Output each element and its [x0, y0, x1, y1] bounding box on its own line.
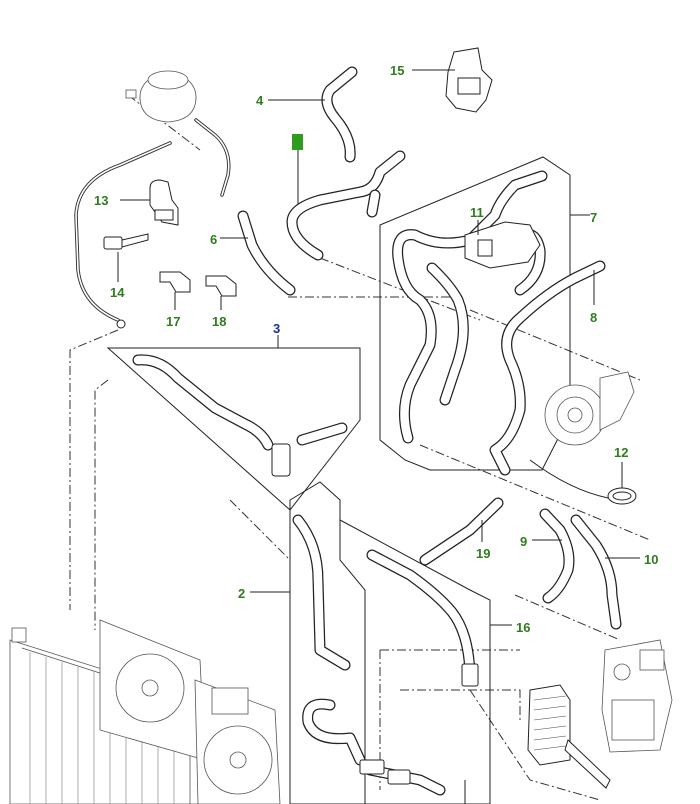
cooling-fans	[99, 619, 281, 804]
part-3-hose-group: 3	[106, 321, 361, 511]
callout-10: 10	[644, 552, 658, 567]
badge-hose	[286, 134, 406, 261]
part-11-connector: 11	[464, 205, 541, 269]
part-17-clip: 17	[159, 271, 191, 329]
callout-19: 19	[476, 546, 490, 561]
callout-18: 18	[212, 314, 226, 329]
part-16-hose-group: 16	[339, 519, 530, 804]
callout-9: 9	[520, 534, 527, 549]
part-19-hose: 19	[419, 497, 504, 566]
part-14-bolt: 14	[103, 233, 149, 300]
callout-11: 11	[470, 205, 484, 220]
part-9-hose: 9	[520, 508, 575, 604]
green-badge-icon	[292, 134, 303, 150]
callout-8: 8	[590, 310, 597, 325]
lower-connector	[359, 759, 466, 804]
callout-16: 16	[516, 620, 530, 635]
callout-12: 12	[614, 445, 628, 460]
part-12-clamp: 12	[529, 445, 637, 505]
callout-17: 17	[166, 314, 180, 329]
part-6-hose: 6	[210, 210, 296, 296]
callout-4: 4	[256, 93, 264, 108]
expansion-tank	[125, 70, 231, 197]
part-10-hose: 10	[570, 514, 658, 630]
part-4-hose: 4	[256, 66, 358, 163]
oil-cooler	[527, 684, 611, 789]
callout-2: 2	[238, 586, 245, 601]
callout-15: 15	[390, 63, 404, 78]
part-15-bracket: 15	[390, 47, 493, 113]
callout-6: 6	[210, 232, 217, 247]
part-13-bracket: 13	[94, 179, 179, 226]
water-pump-pulley	[544, 371, 635, 446]
part-18-clip: 18	[205, 275, 237, 329]
callout-14: 14	[110, 285, 125, 300]
part-8-hose: 8	[489, 260, 606, 476]
bleed-pipe	[74, 141, 172, 329]
callout-3: 3	[273, 321, 280, 336]
callout-7: 7	[590, 210, 597, 225]
part-2-hose-group: 2	[238, 481, 446, 804]
callout-13: 13	[94, 193, 108, 208]
coolant-valve-module	[601, 639, 673, 753]
